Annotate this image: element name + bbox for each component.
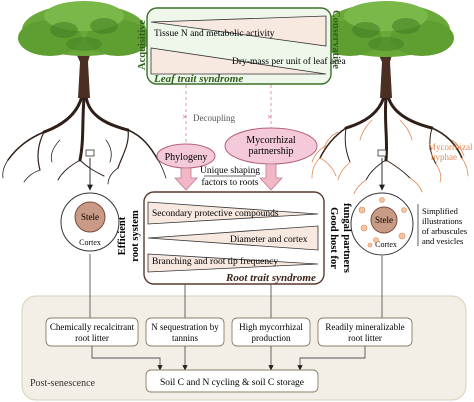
phylogeny-arrow — [174, 167, 198, 191]
root-trait-wedge-2 — [147, 225, 319, 251]
efficient-root-system-line-1: Efficient — [117, 216, 128, 255]
soil-cycling-box — [145, 369, 319, 393]
litter-box-3-line-2: production — [252, 333, 291, 343]
good-host-line-2: fungal partners — [341, 203, 352, 273]
litter-box-4-line-1: Readily mineralizable — [325, 322, 404, 332]
left-tree — [2, 1, 167, 185]
left-stele — [74, 201, 106, 233]
simplified-note-line-2: illustrations — [422, 216, 462, 226]
decoupling-label: Decoupling — [193, 113, 235, 123]
decoupling-mark-left: × — [182, 112, 187, 122]
right-cortex-label: Cortex — [375, 240, 397, 249]
leaf-trait-1-label: Tissue N and metabolic activity — [154, 29, 275, 39]
efficient-root-system-line-2: root system — [130, 210, 141, 262]
litter-box-1-line-2: root litter — [75, 333, 109, 343]
right-tree-canopy — [318, 1, 454, 57]
connector-lines — [89, 254, 383, 318]
left-tree-canopy — [18, 1, 150, 56]
left-tree-roots — [2, 94, 167, 185]
phylogeny-label: Phylogeny — [165, 152, 208, 163]
root-trait-1-label: Secondary protective compounds — [152, 209, 279, 219]
post-senescence-label: Post-senescence — [30, 378, 96, 389]
arbuscule-icons — [358, 197, 407, 248]
leaf-trait-wedge-2 — [150, 47, 327, 75]
simplified-note-line-4: and vesicles — [422, 236, 463, 246]
leaf-trait-box: Tissue N and metabolic activity Dry-mass… — [137, 7, 346, 85]
shaping-label-line-1: Unique shaping — [200, 166, 260, 176]
leaf-trait-wedge-1 — [150, 15, 327, 47]
litter-box-2-line-2: tannins — [172, 333, 198, 343]
root-trait-box: Secondary protective compounds Diameter … — [117, 191, 352, 285]
simplified-note-line-1: Simplified — [422, 206, 459, 216]
mycorrhizal-partnership-line-1: Mycorrhizal — [246, 135, 296, 146]
left-root-sample-marker — [85, 149, 95, 157]
mycorrhizal-hyphae-label-line-1: Mycorrhizal — [428, 142, 473, 152]
mycorrhizal-arrow — [259, 163, 283, 191]
left-cortex-label: Cortex — [79, 238, 101, 247]
leaf-trait-syndrome-title: Leaf trait syndrome — [153, 73, 243, 85]
right-stele-label: Stele — [375, 215, 393, 225]
mycorrhizal-partnership-line-2: partnership — [249, 146, 294, 157]
leaf-trait-2-label: Dry-mass per unit of leaf area — [232, 56, 346, 67]
right-root-cross-section: Stele Cortex — [350, 192, 414, 256]
mycorrhizal-hyphae-label-line-2: hyphae — [431, 152, 457, 162]
right-root-sample-marker — [377, 149, 387, 157]
root-trait-syndrome-title: Root trait syndrome — [225, 272, 316, 284]
litter-box-3-line-1: High mycorrhizal — [239, 322, 303, 332]
root-trait-2-label: Diameter and cortex — [230, 235, 308, 245]
soil-cycling-label: Soil C and N cycling & soil C storage — [160, 378, 304, 388]
litter-box-1-line-1: Chemically recalcitrant — [50, 322, 135, 332]
acquisitive-label: Acquisitive — [137, 19, 148, 70]
conservative-label: Conservative — [330, 10, 341, 69]
root-trait-3-label: Branching and root tip frequency — [152, 256, 278, 267]
left-stele-label: Stele — [81, 212, 99, 222]
simplified-note-line-3: of arbuscules — [422, 226, 467, 236]
left-root-cross-section: Stele Cortex — [60, 192, 120, 252]
litter-box-2-line-1: N sequestration by — [151, 322, 219, 332]
right-tree-roots — [319, 94, 463, 181]
good-host-line-1: Good host for — [328, 207, 339, 269]
litter-box-4-line-2: root litter — [348, 333, 382, 343]
convergence-arrows — [91, 346, 366, 371]
root-trait-wedge-3 — [147, 253, 319, 273]
mycorrhizal-hyphae-network — [311, 119, 469, 195]
right-stele — [370, 206, 398, 234]
right-tree: Mycorrhizal hyphae — [311, 1, 473, 195]
root-trait-wedge-1 — [147, 201, 319, 225]
shaping-label-line-2: factors to roots — [202, 177, 259, 188]
decoupling-mark-right: × — [267, 112, 272, 122]
